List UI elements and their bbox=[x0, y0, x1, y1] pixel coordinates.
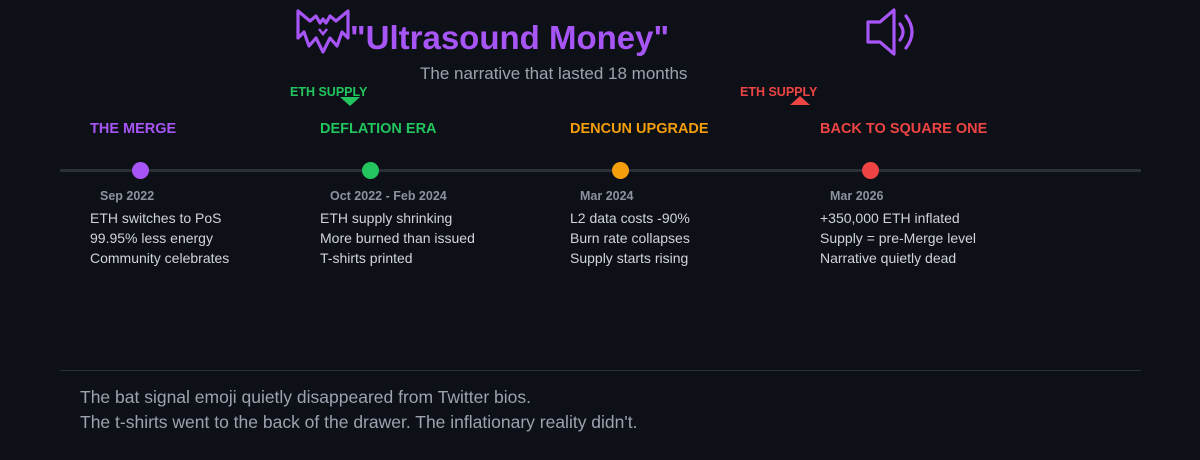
event-detail-line: 99.95% less energy bbox=[90, 230, 213, 246]
event-detail-line: Supply = pre-Merge level bbox=[820, 230, 977, 246]
event-dot-dencun bbox=[612, 162, 629, 179]
event-detail-line: Narrative quietly dead bbox=[820, 250, 957, 266]
event-details-merge: ETH switches to PoS 99.95% less energy C… bbox=[90, 208, 229, 268]
event-date-deflation: Oct 2022 - Feb 2024 bbox=[330, 189, 447, 203]
footer-text: The bat signal emoji quietly disappeared… bbox=[80, 385, 637, 435]
event-detail-line: Community celebrates bbox=[90, 250, 230, 266]
timeline-axis bbox=[60, 169, 1141, 172]
event-date-merge: Sep 2022 bbox=[100, 189, 155, 203]
event-details-dencun: L2 data costs -90% Burn rate collapses S… bbox=[570, 208, 690, 268]
event-details-deflation: ETH supply shrinking More burned than is… bbox=[320, 208, 475, 268]
arrow-down-icon bbox=[340, 97, 360, 106]
event-date-square-one: Mar 2026 bbox=[830, 189, 884, 203]
footer-line-1: The bat signal emoji quietly disappeared… bbox=[80, 387, 532, 407]
footer-line-2: The t-shirts went to the back of the dra… bbox=[80, 412, 638, 432]
event-dot-merge bbox=[132, 162, 149, 179]
page-title: "Ultrasound Money" bbox=[350, 19, 670, 56]
event-title-square-one: BACK TO SQUARE ONE bbox=[820, 121, 988, 137]
page-subtitle: The narrative that lasted 18 months bbox=[420, 64, 688, 83]
event-detail-line: Burn rate collapses bbox=[570, 230, 690, 246]
eth-supply-up-label: ETH SUPPLY bbox=[740, 85, 818, 99]
event-detail-line: +350,000 ETH inflated bbox=[820, 210, 960, 226]
eth-supply-down-label: ETH SUPPLY bbox=[290, 85, 368, 99]
event-detail-line: L2 data costs -90% bbox=[570, 210, 690, 226]
event-detail-line: More burned than issued bbox=[320, 230, 475, 246]
speaker-icon bbox=[864, 6, 924, 63]
event-detail-line: ETH switches to PoS bbox=[90, 210, 222, 226]
event-detail-line: Supply starts rising bbox=[570, 250, 689, 266]
footer-divider bbox=[60, 370, 1141, 371]
bat-icon bbox=[294, 8, 352, 59]
event-date-dencun: Mar 2024 bbox=[580, 189, 634, 203]
event-detail-line: ETH supply shrinking bbox=[320, 210, 453, 226]
event-details-square-one: +350,000 ETH inflated Supply = pre-Merge… bbox=[820, 208, 976, 268]
event-title-merge: THE MERGE bbox=[90, 121, 177, 137]
event-dot-square-one bbox=[862, 162, 879, 179]
event-title-dencun: DENCUN UPGRADE bbox=[570, 121, 709, 137]
event-detail-line: T-shirts printed bbox=[320, 250, 413, 266]
event-dot-deflation bbox=[362, 162, 379, 179]
event-title-deflation: DEFLATION ERA bbox=[320, 121, 437, 137]
arrow-up-icon bbox=[790, 96, 810, 105]
